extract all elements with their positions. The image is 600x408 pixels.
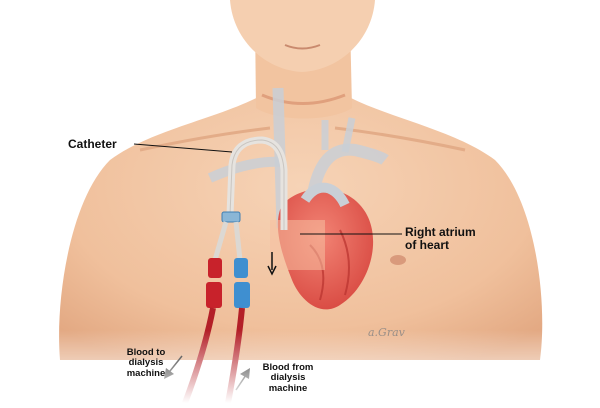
nipple — [390, 255, 406, 265]
right-atrium-label: Right atrium of heart — [405, 225, 476, 252]
subclavian-vein — [207, 156, 283, 183]
heart — [277, 188, 374, 310]
chin — [230, 0, 375, 72]
blood-to-dialysis-label: Blood to dialysis machine — [126, 347, 166, 379]
blood-from-dialysis-label: Blood from dialysis machine — [262, 362, 314, 394]
catheter-hub — [221, 211, 241, 223]
venous-clamp — [234, 258, 248, 278]
catheter-label: Catheter — [68, 137, 117, 151]
aorta — [306, 143, 389, 201]
arterial-clamp — [208, 258, 222, 278]
right-atrium-region — [270, 220, 325, 270]
artist-signature: a.Grav — [368, 326, 405, 339]
catheter-pointer — [133, 143, 233, 153]
